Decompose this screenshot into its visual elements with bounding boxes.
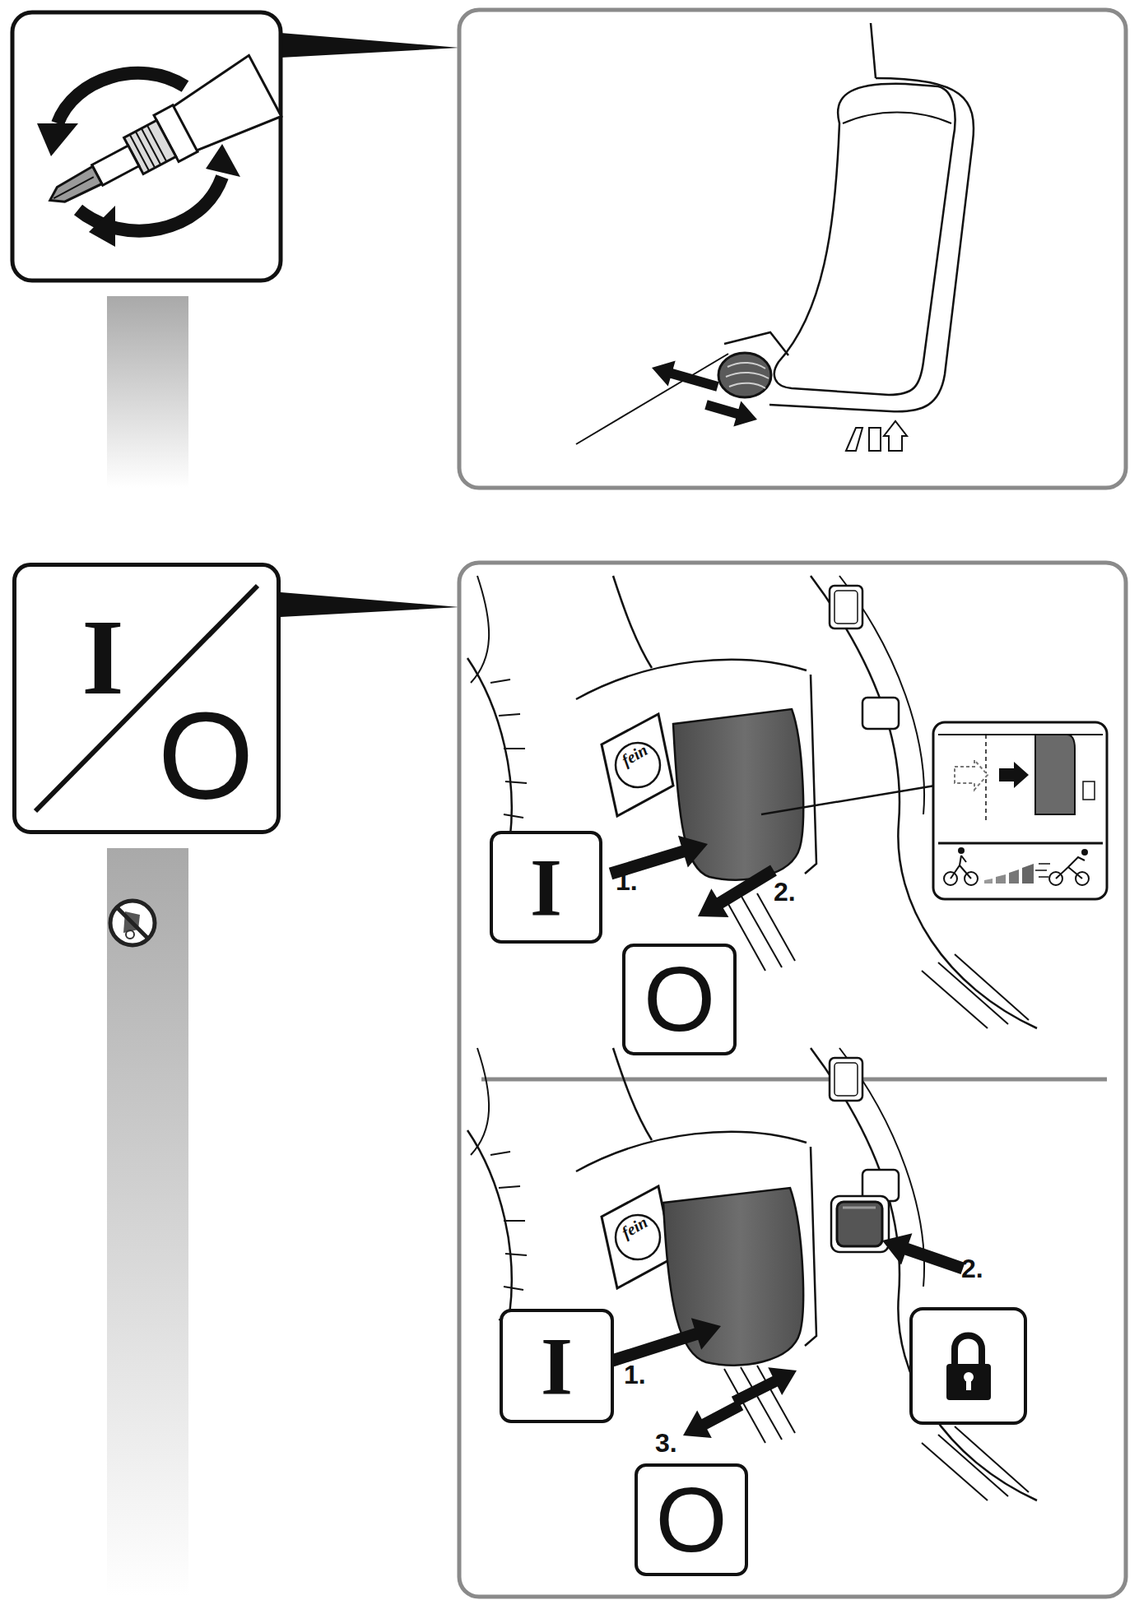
lock-icon-part [946, 1364, 991, 1401]
rotation-icon-part-part [53, 176, 94, 199]
speed-inset-part [999, 762, 1029, 789]
tool-housing-part [601, 714, 674, 817]
gray-bar [106, 848, 189, 1598]
panel-divider [481, 1078, 1107, 1083]
prohibition-icon [110, 901, 155, 946]
switch-symbol-text: O [148, 698, 264, 814]
lock-icon-part [954, 1336, 982, 1367]
speed-inset-part [1083, 781, 1095, 800]
tool-housing-part [862, 697, 899, 730]
tool-housing-part [724, 893, 1029, 1029]
tool-housing-part [470, 576, 489, 684]
symbol-box: I [489, 831, 603, 944]
switch-symbol-text: I [492, 834, 600, 941]
speed-inset-part [1081, 849, 1088, 856]
speed-inset-part [985, 734, 987, 823]
rotation-icon-part [12, 12, 281, 281]
symbol-box: O [622, 943, 737, 1056]
symbol-box: IO [12, 562, 281, 835]
direction-switch-panel-part [576, 353, 729, 445]
tool-housing [467, 1048, 1037, 1502]
lock-button [831, 1196, 889, 1253]
rotation-icon-part [88, 205, 116, 247]
direction-switch-panel-part [870, 23, 876, 79]
rotation-icon-part [37, 123, 79, 157]
direction-switch-panel-part [842, 112, 952, 125]
speed-inset-part [954, 760, 988, 791]
switch-symbol-text: I [502, 1312, 611, 1421]
lock-icon-part [911, 1309, 1026, 1424]
prohibition-icon-part [116, 907, 149, 940]
speed-inset-part [1008, 869, 1019, 884]
tool-housing-part [576, 660, 807, 700]
direction-switch-panel-part [769, 78, 974, 412]
speed-inset-part [1055, 857, 1085, 879]
speed-inset-part [761, 785, 935, 815]
gray-bar [106, 296, 189, 489]
lock-icon [911, 1309, 1026, 1424]
tool-housing-part [490, 679, 527, 853]
symbol-box: O [634, 1464, 749, 1577]
switch-symbol-text: I [49, 604, 157, 712]
block-arrow [651, 360, 720, 391]
callout-number: 2. [961, 1255, 984, 1283]
lock-button-part [831, 1196, 889, 1253]
switch-symbol-text: O [637, 1467, 745, 1574]
prohibition-icon-part [110, 901, 155, 946]
direction-switch-panel-part [724, 332, 789, 356]
callout-number: 2. [773, 878, 796, 906]
prohibition-icon-part [125, 930, 135, 940]
rotation-icon-part-part [45, 166, 103, 210]
speed-inset-part [995, 874, 1006, 884]
speed-inset-part [1022, 864, 1034, 884]
speed-inset-part [933, 722, 1107, 900]
speed-inset [761, 722, 1107, 900]
action-arrows [609, 836, 966, 1439]
switch-symbol-text: O [625, 947, 734, 1053]
direction-switch-panel [459, 9, 1126, 489]
rotation-icon-part [33, 55, 282, 231]
callout-number: 1. [623, 1362, 647, 1389]
direction-switch-panel-part [846, 421, 907, 451]
block-arrow [882, 1233, 965, 1275]
direction-switch-panel-part [718, 353, 772, 398]
speed-inset-part [1035, 734, 1075, 815]
tool-housing-part [829, 585, 863, 629]
block-arrow [610, 1318, 721, 1367]
rotation-icon-part [57, 73, 186, 124]
lock-icon-part [966, 1379, 972, 1391]
block-arrow [731, 1367, 797, 1408]
block-arrow [683, 1400, 744, 1439]
lock-button-part [836, 1202, 883, 1247]
block-arrow [697, 865, 777, 918]
speed-inset-part [950, 855, 972, 879]
leader-wedge [280, 32, 460, 58]
speed-inset-part [938, 734, 1103, 736]
rotation-icon-part-part [147, 125, 167, 162]
tool-housing-part [804, 674, 817, 875]
callout-number: 1. [615, 868, 638, 895]
callout-number: 3. [655, 1430, 678, 1457]
direction-switch-panel-part [725, 362, 769, 389]
rotation-icon [12, 12, 282, 281]
leader-wedge [280, 592, 460, 618]
direction-switch-panel-part [774, 83, 956, 396]
rotation-icon-part [205, 144, 241, 177]
speed-inset-part [957, 847, 965, 855]
tool-housing-part [613, 576, 652, 669]
lock-button-part [842, 1207, 876, 1210]
tool-housing-part [834, 590, 858, 624]
speed-inset-part [938, 842, 1103, 846]
switch-panel [459, 562, 1126, 1598]
direction-arrows [651, 360, 758, 427]
speed-inset-part [984, 878, 993, 884]
symbol-box: I [499, 1309, 614, 1424]
speed-inset-part [1035, 864, 1051, 878]
block-arrow [704, 399, 758, 427]
direction-switch-panel-part [459, 9, 1126, 489]
